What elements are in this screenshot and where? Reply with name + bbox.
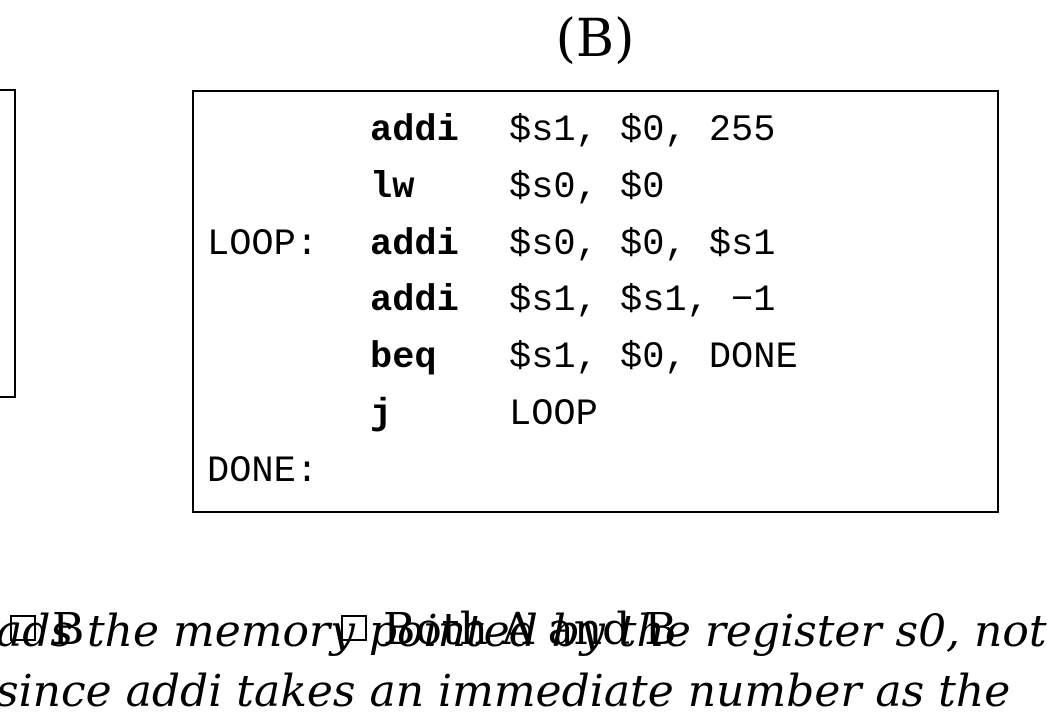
code-operands: LOOP [509,394,598,436]
code-line: LOOP: addi $s0, $0, $s1 [207,221,775,269]
code-label: LOOP: [207,224,319,266]
option-both-label: Both A and B [382,604,677,655]
code-operands: $s1, $s1, −1 [509,280,776,322]
code-opcode: beq [370,337,437,379]
code-box-b: addi $s1, $0, 255 lw $s0, $0 LOOP: addi … [192,90,999,513]
code-line: beq $s1, $0, DONE [207,334,798,382]
code-operands: $s1, $0, DONE [509,337,798,379]
code-operands: $s0, $0 [509,167,665,209]
option-b[interactable]: B [0,540,84,660]
code-opcode: addi [370,224,459,266]
option-both[interactable]: Both A and B [313,540,677,660]
code-line: j LOOP [207,391,598,439]
option-b-label: B [51,604,85,655]
code-line: lw $s0, $0 [207,164,664,212]
code-line: addi $s1, $0, 255 [207,107,775,155]
code-opcode: addi [370,110,459,152]
option-b-checkbox[interactable] [9,614,36,641]
code-box-a-edge [0,89,16,398]
option-both-checkbox[interactable] [340,614,367,641]
code-operands: $s0, $0, $s1 [509,224,776,266]
code-heading-b: (B) [555,9,635,69]
code-line: addi $s1, $s1, −1 [207,277,775,325]
code-line: DONE: [207,448,318,496]
code-label: DONE: [207,451,319,493]
explanation-line-1: ads the memory pointed by the register s… [0,606,1047,657]
code-opcode: j [370,394,393,436]
code-opcode: addi [370,280,459,322]
explanation-line-2: since addi takes an immediate number as … [0,666,1011,717]
code-opcode: lw [370,167,415,209]
code-operands: $s1, $0, 255 [509,110,776,152]
